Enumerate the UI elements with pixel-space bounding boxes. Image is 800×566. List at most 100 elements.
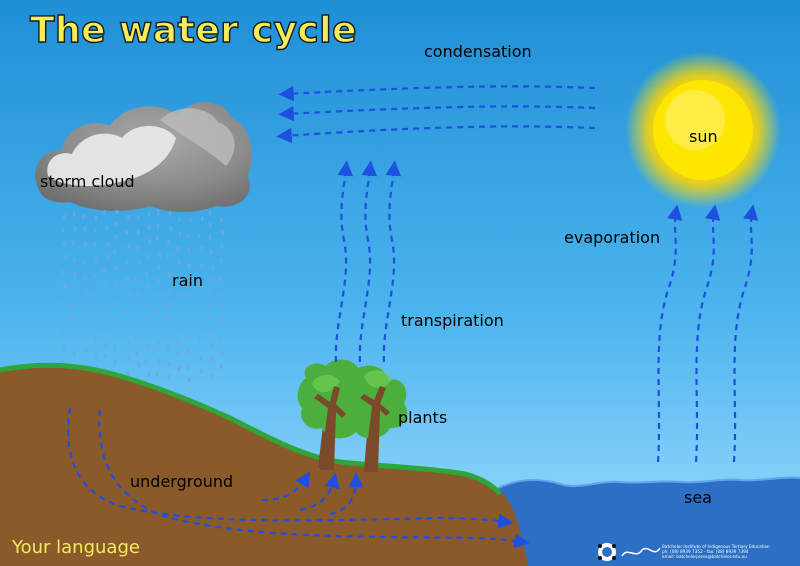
rain-drop [134,277,138,283]
rain-drop [134,335,138,341]
rain-drop [102,328,106,334]
rain-drop [179,276,182,282]
rain-drop [83,304,87,310]
rain-drop [208,222,212,228]
tree-trunk-fronts [314,386,390,472]
rain-drop [114,315,117,321]
rain-drop [221,351,224,357]
rain-drop [71,285,75,291]
rain-drop [83,274,87,280]
rain-drop [104,341,108,347]
rain-drop [200,245,204,251]
rain-drop [219,363,223,369]
rain-drop [176,246,180,252]
rain-drop [62,214,66,220]
label-sea: sea [684,488,712,507]
label-underground: underground [130,472,234,491]
rain-drop [137,362,141,368]
rain-drop [156,278,160,284]
rain-drop [114,265,118,271]
root-arrow [261,471,311,502]
rain-drop [199,323,203,329]
footer-credit: Batchelor Institute of Indigenous Tertia… [662,544,797,559]
rain-drop [84,347,88,353]
rain-drop [113,359,117,365]
rain-drop [82,317,86,323]
rain-drop [94,354,98,360]
rain-drop [137,229,140,235]
rain-drop [208,315,212,321]
rain-drop [92,319,96,325]
label-plants: plants [398,408,448,427]
rain-drop [106,241,109,247]
rain-drop [177,365,181,371]
rain-drop [63,283,67,289]
rain-drop [178,216,182,222]
rain-drop [73,351,76,357]
rain-drop [158,291,161,297]
rain-drop [218,320,222,326]
rain-drop [62,241,66,247]
rain-drop [167,374,171,380]
rain-drop [105,255,109,261]
rain-drop [113,329,117,335]
rain-drop [127,355,131,361]
rain-drop [84,242,87,248]
rain-drop [210,341,214,347]
rain-drop [197,297,201,303]
rain-drop [105,225,109,232]
rain-drop [83,226,86,232]
rain-drop [209,328,213,334]
rain-drop [127,339,131,346]
rain-drop [187,376,191,382]
label-evaporation: evaporation [564,228,661,247]
label-transpiration: transpiration [401,311,504,330]
rain-drop [209,249,213,255]
rain-drop [177,338,180,344]
rain-drop [126,276,130,282]
rain-drop [167,301,171,307]
flow-arrows [67,85,759,549]
label-storm-cloud: storm cloud [40,172,135,191]
rain-drop [85,289,88,295]
label-rain: rain [172,271,203,290]
rain-drop [189,306,193,313]
evaporation-arrow [694,204,721,463]
rain-drop [145,315,149,321]
condensation-arrow [276,125,596,144]
rain-drop [211,264,215,270]
rain-drop [187,247,191,253]
rain-drop [126,323,130,329]
rain-drop [125,230,129,236]
rain-drop [179,323,183,330]
rain-drop [189,217,192,223]
rain-drop [220,216,223,222]
your-language-label: Your language [12,537,140,558]
rain-drop [158,252,162,258]
rain-drop [73,226,77,232]
rain-drop [102,268,106,274]
label-sun: sun [689,127,718,146]
rain-drop [82,213,85,220]
rain-drop [93,272,96,279]
rain-drop [199,311,203,317]
rain-drop [169,226,173,232]
rain-drop [113,346,117,353]
rain-drop [167,239,170,246]
evaporation-arrow [732,204,759,463]
rain-drop [220,243,224,249]
rain-drop [187,364,190,370]
rain-drop [72,258,76,264]
rain-drop [209,356,213,362]
rain-drop [145,271,149,277]
rain-drop [199,368,203,374]
rain-drop [73,271,77,277]
rain-drop [137,260,141,266]
rain-drop [187,321,190,327]
rain-drop [103,313,106,319]
rain-drop [147,224,151,230]
underground-arrow [98,409,530,549]
rain-drop [71,240,75,246]
rain-drop [178,232,182,238]
